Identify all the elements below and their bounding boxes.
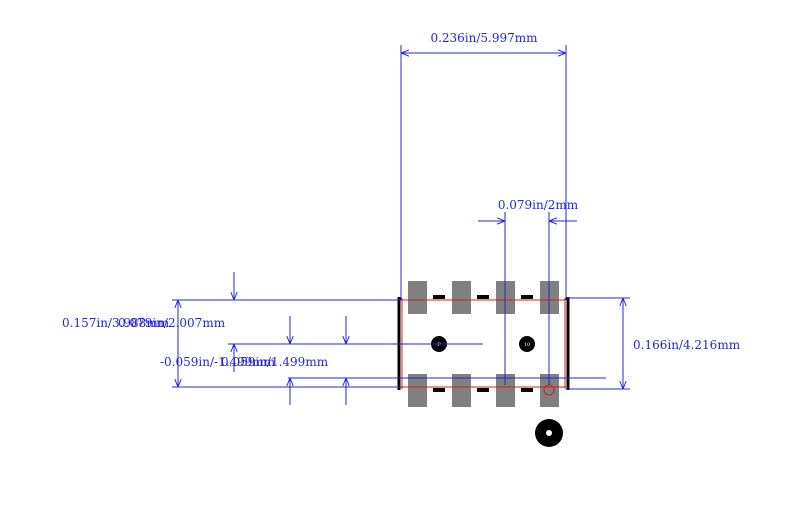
body-outline	[397, 297, 570, 396]
pin1-marker-icon	[535, 419, 563, 447]
label-top-width: 0.236in/5.997mm	[430, 31, 538, 45]
label-right-height: 0.166in/4.216mm	[633, 338, 741, 352]
pad	[408, 374, 427, 407]
label-left-lower-b: 0.059in/1.499mm	[221, 355, 329, 369]
pads-bottom-row	[408, 374, 559, 407]
pad	[540, 374, 559, 407]
hole-pin2	[519, 336, 535, 352]
label-left-upper-b: 0.079in/2.007mm	[118, 316, 226, 330]
dimension-labels: 0.236in/5.997mm 0.079in/2mm 0.166in/4.21…	[62, 31, 741, 369]
silkscreen-dashes	[433, 295, 533, 392]
pad	[452, 281, 471, 314]
hole-pin2-label: 10	[524, 342, 530, 348]
dimension-lines	[172, 45, 630, 405]
label-pitch: 0.079in/2mm	[498, 198, 579, 212]
label-left-upper-a: 0.157in/3.988mm	[62, 316, 170, 330]
pad	[452, 374, 471, 407]
pad	[408, 281, 427, 314]
pad	[496, 374, 515, 407]
label-left-lower-a: -0.059in/-1.499mm	[160, 355, 276, 369]
hole-pin1-label: P	[437, 342, 441, 348]
